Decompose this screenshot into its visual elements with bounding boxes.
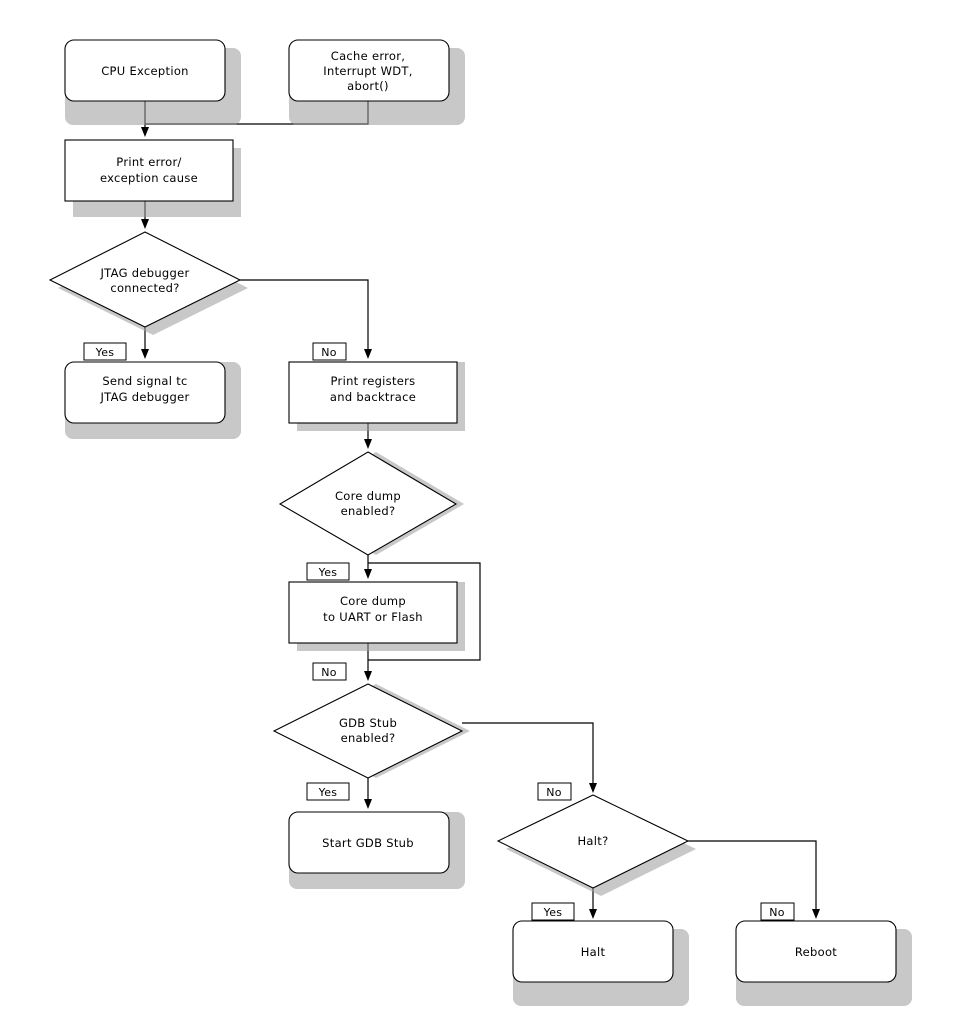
edge-label-halt-no: No [760,902,795,921]
edge-coredump-no-bypass [368,562,481,661]
node-cache-error-label-line1: Cache error, [331,49,406,63]
edge-label-coredump-no-text: No [321,666,337,679]
node-cache-error[interactable]: Cache error, Interrupt WDT, abort() [288,39,450,102]
edge-halt-no-to-reboot-action [688,840,820,919]
node-coredump-decision-label-line1: Core dump [335,489,401,503]
edges-layer [141,101,820,919]
node-print-error-label-line2: exception cause [100,171,198,185]
node-coredump-action-label-line2: to UART or Flash [323,610,423,624]
node-halt-action-label: Halt [581,945,606,959]
node-gdbstub-decision-label-line1: GDB Stub [339,716,397,730]
node-coredump-action-label-line1: Core dump [340,594,406,608]
node-gdbstub-decision[interactable]: GDB Stub enabled? [272,683,464,779]
node-gdbstub-decision-label-line2: enabled? [341,731,396,745]
node-send-signal[interactable]: Send signal tc JTAG debugger [64,361,226,424]
edge-label-halt-yes-text: Yes [543,906,563,919]
node-print-error[interactable]: Print error/ exception cause [64,139,234,202]
edge-label-jtag-yes-text: Yes [95,346,115,359]
node-print-error-label-line1: Print error/ [116,155,181,169]
edge-label-coredump-yes: Yes [306,562,350,581]
node-cache-error-label-line3: abort() [347,79,389,93]
edge-jtag-no-to-print-registers [240,279,372,359]
node-coredump-action[interactable]: Core dump to UART or Flash [288,581,458,644]
node-cache-error-label-line2: Interrupt WDT, [323,64,412,78]
node-halt-decision[interactable]: Halt? [496,794,690,889]
edge-label-jtag-yes: Yes [83,342,127,361]
node-jtag-decision-label-line2: connected? [110,281,179,295]
node-start-gdbstub[interactable]: Start GDB Stub [288,811,450,874]
node-coredump-decision-label-line2: enabled? [341,504,396,518]
node-send-signal-label-line1: Send signal tc [102,374,187,388]
node-coredump-decision[interactable]: Core dump enabled? [278,451,458,556]
node-jtag-decision[interactable]: JTAG debugger connected? [48,231,242,328]
edge-label-gdbstub-yes-text: Yes [318,786,338,799]
edge-label-coredump-yes-text: Yes [318,566,338,579]
edge-label-coredump-no: No [312,662,347,681]
node-print-registers[interactable]: Print registers and backtrace [288,361,458,424]
node-jtag-decision-label-line1: JTAG debugger [99,266,189,280]
node-cpu-exception[interactable]: CPU Exception [64,39,226,102]
node-send-signal-label-line2: JTAG debugger [99,390,189,404]
node-print-registers-label-line2: and backtrace [330,390,416,404]
node-reboot-action-label: Reboot [795,945,837,959]
edge-label-jtag-no: No [312,342,347,361]
node-print-registers-label-line1: Print registers [331,374,416,388]
edge-label-gdbstub-yes: Yes [306,782,350,801]
node-halt-decision-label: Halt? [577,834,608,848]
node-start-gdbstub-label: Start GDB Stub [322,836,414,850]
node-halt-action[interactable]: Halt [512,920,674,983]
edge-label-gdbstub-no-text: No [546,786,562,799]
edge-label-halt-yes: Yes [531,902,575,921]
edge-gdbstub-no-to-halt-decision [462,722,597,793]
node-reboot-action[interactable]: Reboot [735,920,897,983]
edge-label-gdbstub-no: No [537,782,572,801]
edge-label-jtag-no-text: No [321,346,337,359]
node-cpu-exception-label: CPU Exception [101,64,189,78]
edge-label-halt-no-text: No [769,906,785,919]
